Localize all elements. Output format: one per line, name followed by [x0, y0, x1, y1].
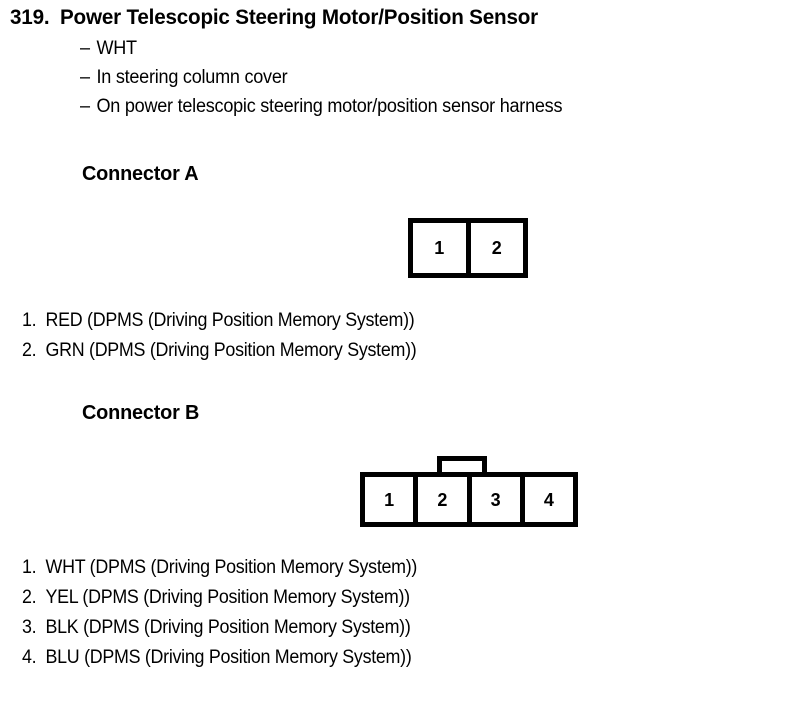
pin-row: 3. BLK (DPMS (Driving Position Memory Sy… — [22, 613, 736, 643]
connector-a-pin-cell-2: 2 — [465, 223, 523, 273]
pin-index: 3. — [22, 617, 37, 638]
connector-b-pin-list: 1. WHT (DPMS (Driving Position Memory Sy… — [22, 553, 782, 673]
bullet-text: WHT — [96, 38, 137, 59]
pin-description: BLK (DPMS (Driving Position Memory Syste… — [45, 617, 411, 638]
connector-a-diagram: 1 2 — [408, 218, 528, 278]
pin-row: 1. WHT (DPMS (Driving Position Memory Sy… — [22, 553, 736, 583]
pin-description: WHT (DPMS (Driving Position Memory Syste… — [45, 557, 418, 578]
pin-index: 1. — [22, 557, 37, 578]
entry-number: 319. — [10, 5, 50, 29]
pin-description: YEL (DPMS (Driving Position Memory Syste… — [45, 587, 411, 608]
pin-row: 1. RED (DPMS (Driving Position Memory Sy… — [22, 306, 736, 336]
connector-a-body: 1 2 — [408, 218, 528, 278]
connector-b-pin-cell-4: 4 — [519, 477, 573, 522]
pin-row: 2. GRN (DPMS (Driving Position Memory Sy… — [22, 336, 736, 366]
bullet-text: In steering column cover — [96, 67, 288, 88]
dash-icon: – — [80, 38, 90, 59]
pin-description: RED (DPMS (Driving Position Memory Syste… — [45, 310, 415, 331]
pin-index: 1. — [22, 310, 37, 331]
pin-index: 2. — [22, 340, 37, 361]
pin-description: GRN (DPMS (Driving Position Memory Syste… — [45, 340, 417, 361]
connector-b-body: 1 2 3 4 — [360, 472, 578, 527]
pin-row: 4. BLU (DPMS (Driving Position Memory Sy… — [22, 643, 736, 673]
connector-b-pin-cell-2: 2 — [413, 477, 467, 522]
page-title: 319. Power Telescopic Steering Motor/Pos… — [10, 4, 759, 30]
connector-b-diagram: 1 2 3 4 — [360, 456, 578, 527]
pin-description: BLU (DPMS (Driving Position Memory Syste… — [45, 647, 412, 668]
bullet-text: On power telescopic steering motor/posit… — [96, 96, 563, 117]
bullet-item: – In steering column cover — [80, 63, 755, 92]
connector-b-heading: Connector B — [82, 401, 200, 424]
entry-header: 319. Power Telescopic Steering Motor/Pos… — [10, 4, 790, 121]
entry-title-text: Power Telescopic Steering Motor/Position… — [59, 5, 539, 29]
connector-a-pin-cell-1: 1 — [413, 223, 466, 273]
dash-icon: – — [80, 67, 90, 88]
connector-a-pin-list: 1. RED (DPMS (Driving Position Memory Sy… — [22, 306, 782, 366]
entry-bullet-list: – WHT – In steering column cover – On po… — [10, 34, 790, 121]
connector-a-heading: Connector A — [82, 162, 199, 185]
bullet-item: – WHT — [80, 34, 755, 63]
pin-index: 2. — [22, 587, 37, 608]
pin-row: 2. YEL (DPMS (Driving Position Memory Sy… — [22, 583, 736, 613]
pin-index: 4. — [22, 647, 37, 668]
bullet-item: – On power telescopic steering motor/pos… — [80, 92, 755, 121]
connector-b-pin-cell-3: 3 — [466, 477, 520, 522]
dash-icon: – — [80, 96, 90, 117]
connector-b-pin-cell-1: 1 — [365, 477, 414, 522]
